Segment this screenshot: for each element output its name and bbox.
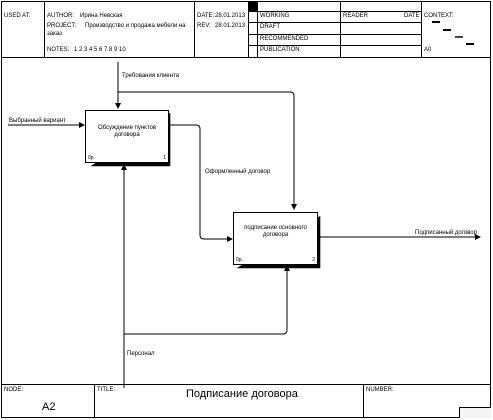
arrow-label-mechanism: Персонал — [127, 351, 155, 357]
rev-value: 28.01.2013 — [215, 23, 246, 29]
notes-label: NOTES: — [47, 47, 70, 53]
rev-label: REV: — [197, 23, 211, 29]
status-publication: PUBLICATION — [260, 47, 300, 53]
number-field — [459, 407, 491, 418]
title-label: TITLE: — [97, 387, 116, 393]
context-mark — [443, 29, 451, 31]
author-value: Ирина Невская — [80, 13, 123, 19]
node-value: A2 — [42, 401, 56, 413]
project-label: PROJECT: — [47, 23, 77, 29]
context-mark — [432, 21, 440, 23]
activity-box-1-label: Обсуждение пунктов договора — [97, 125, 157, 138]
project-value-line2: заказ — [47, 31, 62, 37]
context-node: A0 — [424, 47, 432, 53]
context-mark — [466, 43, 474, 45]
node-label: NODE: — [4, 387, 24, 393]
status-working: WORKING — [260, 13, 290, 19]
activity-box-2-number: 2 — [312, 257, 315, 263]
author-label: AUTHOR: — [47, 13, 74, 19]
working-marker — [249, 2, 257, 11]
arrow-label-intermediate: Оформленный договор — [205, 169, 271, 175]
date-value: 28.01.2013 — [215, 13, 246, 19]
arrow-mechanism-branch — [124, 265, 290, 335]
used-at-label: USED AT: — [4, 13, 31, 19]
reader-date-label: DATE — [404, 13, 420, 19]
status-draft: DRAFT — [260, 24, 280, 30]
context-label: CONTEXT: — [424, 13, 454, 19]
number-label: NUMBER: — [366, 387, 394, 393]
reader-label: READER — [343, 13, 369, 19]
arrow-intermediate — [168, 124, 233, 242]
diagram-title: Подписание договора — [186, 388, 298, 400]
arrow-control-branch — [118, 91, 297, 210]
arrow-label-control: Требования клиента — [122, 73, 179, 79]
activity-box-1-cost: 0р. — [88, 155, 95, 161]
status-recommended: RECOMMENDED — [260, 36, 309, 42]
activity-box-2-cost: 0р. — [236, 257, 243, 263]
arrow-label-output: Подписанный договор — [415, 230, 477, 236]
date-label: DATE: — [197, 13, 215, 19]
activity-box-2[interactable]: подписание основного договора 0р. 2 — [233, 212, 318, 265]
activity-box-2-label: подписание основного договора — [244, 225, 307, 238]
project-value-line1: Производство и продажа мебели на — [85, 23, 186, 29]
context-mark — [455, 36, 463, 38]
activity-box-1[interactable]: Обсуждение пунктов договора 0р. 1 — [85, 110, 169, 163]
activity-box-1-number: 1 — [163, 155, 166, 161]
arrow-label-input: Выбранный вариант — [9, 118, 66, 124]
notes-value: 1 2 3 4 5 6 7 8 9 10 — [74, 47, 126, 53]
